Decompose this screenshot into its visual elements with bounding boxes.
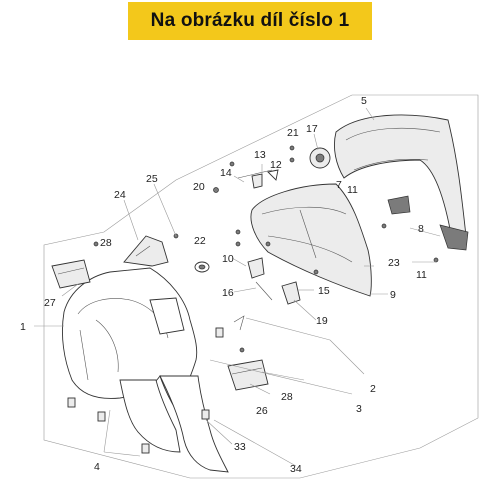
part-22-grommet	[194, 261, 210, 273]
callout-11a: 11	[347, 184, 358, 196]
part-10-clips	[247, 257, 265, 279]
part-13-14-rod-bracket	[237, 169, 279, 189]
leader-lines	[34, 107, 441, 467]
callout-5: 5	[361, 95, 367, 107]
callout-24: 24	[114, 189, 126, 201]
callout-3: 3	[356, 403, 362, 415]
banner-title: Na obrázku díl číslo 1	[150, 10, 350, 31]
callout-28b: 28	[281, 391, 293, 403]
callout-11b: 11	[416, 269, 427, 281]
callout-9: 9	[390, 289, 396, 301]
callout-10: 10	[222, 253, 234, 265]
part-24-cover	[123, 235, 169, 267]
callout-27: 27	[44, 297, 56, 309]
part-17-round-fitting	[309, 147, 331, 169]
part-34-lower-panel	[119, 375, 229, 473]
callout-34: 34	[290, 463, 302, 475]
callout-33: 33	[234, 441, 246, 453]
part-4-clips	[67, 327, 224, 454]
callout-16: 16	[222, 287, 234, 299]
callout-12: 12	[270, 159, 282, 171]
callout-26: 26	[256, 405, 268, 417]
callout-17: 17	[306, 123, 318, 135]
callout-19: 19	[316, 315, 328, 327]
callout-22: 22	[194, 235, 206, 247]
part-26-box	[227, 359, 269, 391]
assembly-outline	[43, 94, 479, 479]
callout-labels: 1 2 3 4 5 7 8 9 10 11 11 12 13 14 15 16 …	[20, 95, 427, 475]
part-1-leg-shield	[62, 267, 198, 412]
callout-14: 14	[220, 167, 232, 179]
callout-21: 21	[287, 127, 299, 139]
part-27-box	[51, 259, 91, 289]
callout-25: 25	[146, 173, 158, 185]
screws	[93, 145, 439, 353]
callout-2: 2	[370, 383, 376, 395]
callout-23: 23	[388, 257, 400, 269]
part-5-upper-cowl	[333, 114, 469, 251]
title-banner: Na obrázku díl číslo 1	[128, 2, 372, 40]
callout-13: 13	[254, 149, 266, 161]
callout-7: 7	[336, 179, 342, 191]
callout-20: 20	[193, 181, 205, 193]
callout-1: 1	[20, 321, 26, 333]
callout-8: 8	[418, 223, 424, 235]
callout-28a: 28	[100, 237, 112, 249]
callout-4: 4	[94, 461, 100, 473]
part-15-16-19-fasteners	[233, 281, 301, 331]
callout-15: 15	[318, 285, 330, 297]
part-23-inner-panel	[250, 183, 372, 297]
